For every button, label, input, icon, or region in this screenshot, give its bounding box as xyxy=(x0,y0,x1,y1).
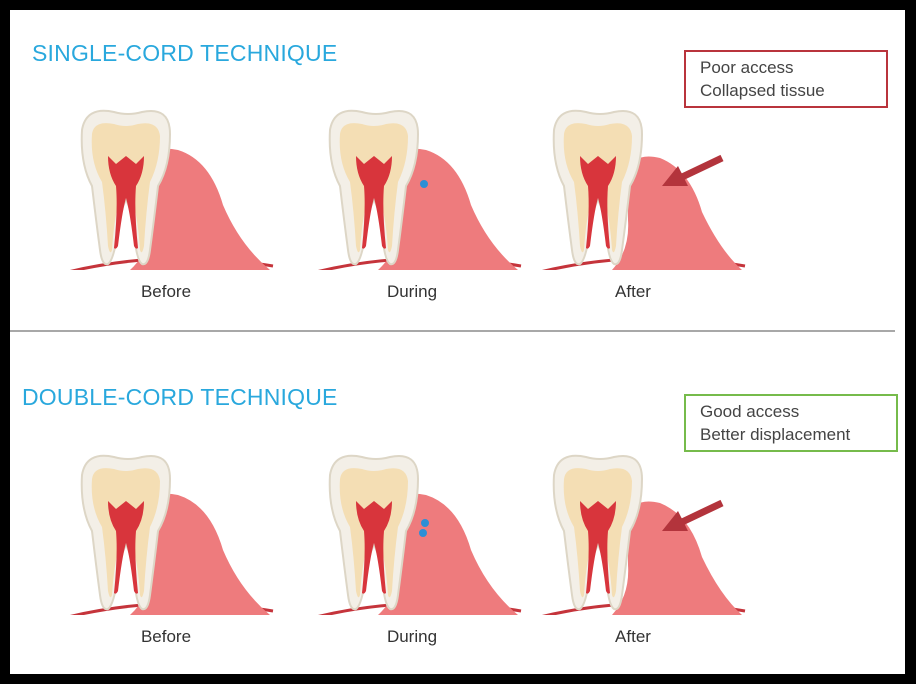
tooth-figure-single-during xyxy=(306,100,526,270)
callout-line: Poor access xyxy=(700,56,874,79)
tooth-figure-double-after xyxy=(530,445,750,615)
tooth-figure-single-after xyxy=(530,100,750,270)
diagram-frame: SINGLE-CORD TECHNIQUE Poor access Collap… xyxy=(10,10,905,674)
callout-line: Better displacement xyxy=(700,423,884,446)
tooth-figure-single-before xyxy=(58,100,278,270)
callout-good: Good access Better displacement xyxy=(684,394,898,452)
retraction-cord xyxy=(421,519,429,527)
stage-label-after: After xyxy=(573,627,693,647)
stage-label-during: During xyxy=(352,282,472,302)
section-divider xyxy=(10,330,895,332)
arrow-shaft xyxy=(680,503,722,523)
retraction-cord xyxy=(420,180,428,188)
tooth-figure-double-during xyxy=(306,445,526,615)
section-title-single-cord: SINGLE-CORD TECHNIQUE xyxy=(32,40,337,67)
stage-label-after: After xyxy=(573,282,693,302)
stage-label-during: During xyxy=(352,627,472,647)
tooth-figure-double-before xyxy=(58,445,278,615)
stage-label-before: Before xyxy=(106,282,226,302)
section-title-double-cord: DOUBLE-CORD TECHNIQUE xyxy=(22,384,338,411)
stage-label-before: Before xyxy=(106,627,226,647)
retraction-cord xyxy=(419,529,427,537)
arrow-shaft xyxy=(680,158,722,178)
callout-line: Collapsed tissue xyxy=(700,79,874,102)
callout-line: Good access xyxy=(700,400,884,423)
